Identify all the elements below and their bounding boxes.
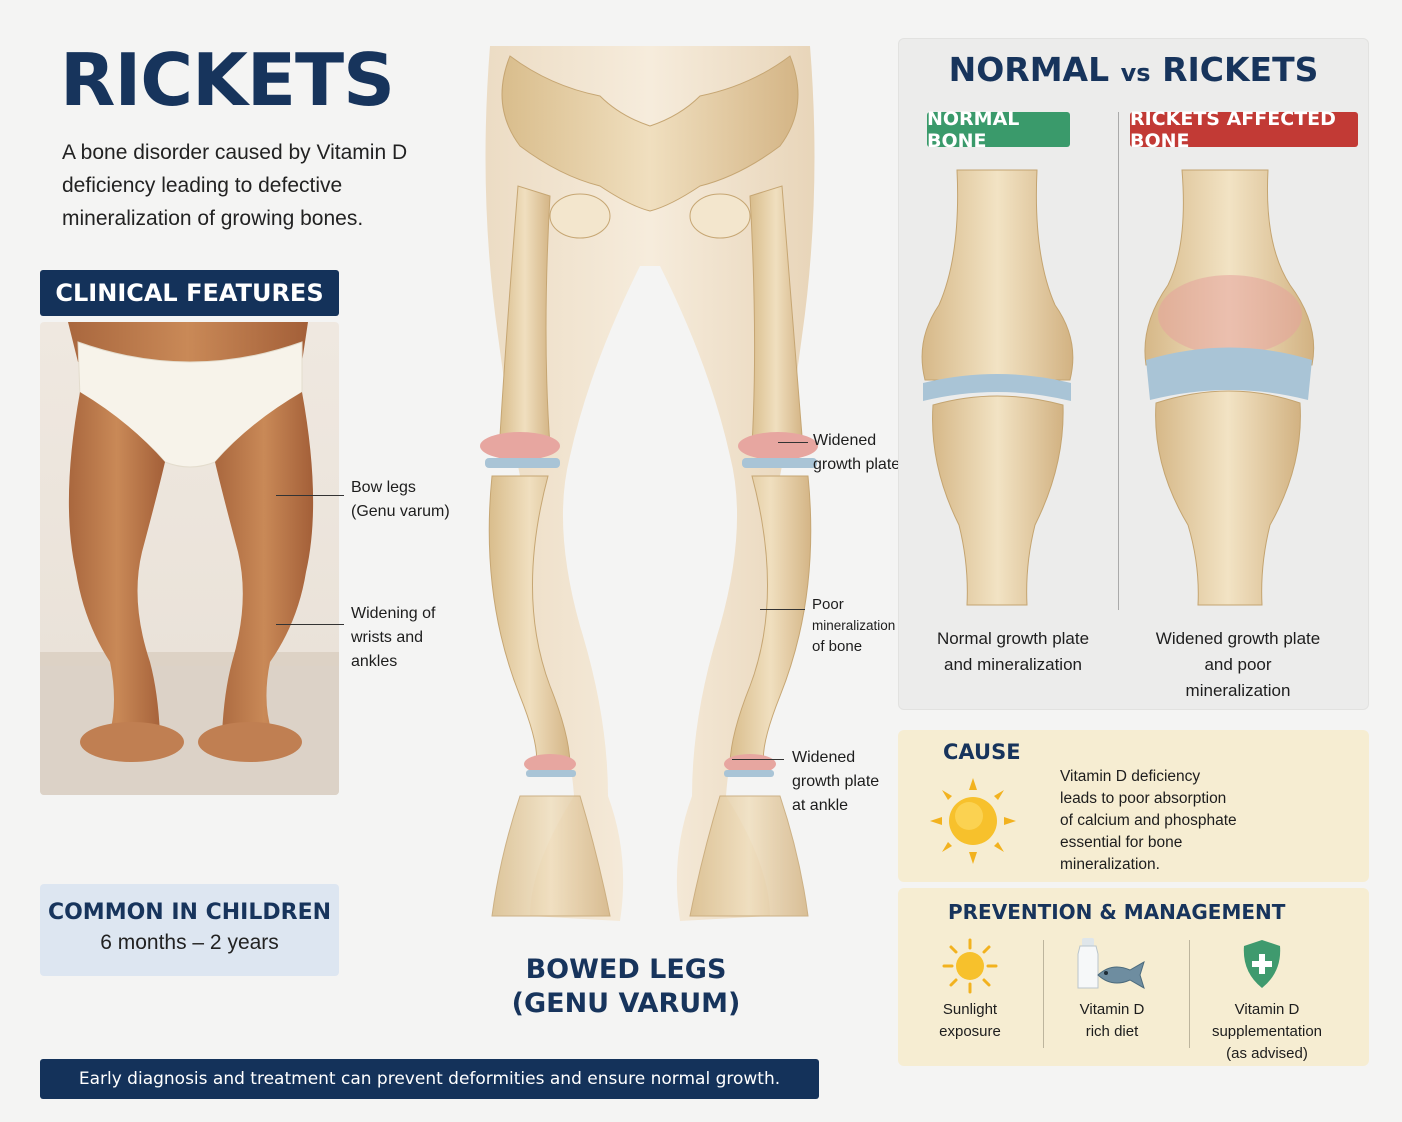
clinical-features-heading: CLINICAL FEATURES bbox=[40, 270, 339, 316]
sun-icon bbox=[928, 776, 1018, 866]
common-in-children-box: COMMON IN CHILDREN 6 months – 2 years bbox=[40, 884, 339, 976]
bowed-legs-skeleton-illustration bbox=[430, 36, 870, 956]
shield-plus-icon bbox=[1240, 938, 1284, 990]
normal-bone-tag: NORMAL BONE bbox=[927, 108, 1070, 152]
prevention-separator bbox=[1189, 940, 1190, 1048]
poor-mineralization-leader-line bbox=[760, 609, 805, 610]
sunlight-icon bbox=[942, 938, 998, 994]
footer-banner: Early diagnosis and treatment can preven… bbox=[40, 1059, 819, 1099]
cause-text: Vitamin D deficiency leads to poor absor… bbox=[1060, 768, 1237, 873]
rickets-bone-caption: Widened growth plate and poor mineraliza… bbox=[1155, 629, 1321, 700]
comparison-divider bbox=[1118, 112, 1119, 610]
fish-icon bbox=[1094, 960, 1146, 990]
wrists-ankles-label: Widening of wrists and ankles bbox=[351, 605, 436, 670]
sunlight-caption: Sunlight exposure bbox=[939, 1001, 1001, 1040]
ankle-leader-line bbox=[732, 759, 784, 760]
ankle-growth-plate-label: Widened growth plate at ankle bbox=[792, 749, 880, 814]
rickets-bone-tag: RICKETS AFFECTED BONE bbox=[1130, 108, 1358, 152]
child-legs-photo bbox=[40, 322, 339, 795]
supplementation-caption: Vitamin D supplementation (as advised) bbox=[1211, 1001, 1323, 1062]
comparison-title: NORMAL vs RICKETS bbox=[948, 50, 1319, 89]
wrists-leader-line bbox=[276, 624, 344, 625]
rickets-bone-illustration bbox=[1140, 165, 1320, 610]
normal-bone-caption: Normal growth plate and mineralization bbox=[936, 629, 1090, 674]
page-subtitle: A bone disorder caused by Vitamin D defi… bbox=[62, 141, 408, 230]
page-title: RICKETS bbox=[60, 38, 395, 122]
growth-plate-leader-line bbox=[778, 442, 808, 443]
prevention-separator bbox=[1043, 940, 1044, 1048]
milk-bottle-icon bbox=[1076, 938, 1100, 990]
bowed-legs-title: BOWED LEGS (GENU VARUM) bbox=[511, 954, 741, 1019]
common-age: 6 months – 2 years bbox=[100, 931, 279, 954]
bow-legs-leader-line bbox=[276, 495, 344, 496]
poor-mineralization-label: Poor mineralization of bone bbox=[812, 596, 896, 655]
bow-legs-label: Bow legs (Genu varum) bbox=[351, 479, 450, 520]
vitamin-d-diet-caption: Vitamin D rich diet bbox=[1079, 1001, 1145, 1040]
common-title: COMMON IN CHILDREN bbox=[47, 900, 332, 925]
widened-growth-plate-label: Widened growth plate bbox=[813, 432, 901, 473]
cause-heading: CAUSE bbox=[943, 740, 1021, 764]
normal-bone-illustration bbox=[915, 165, 1080, 610]
prevention-heading: PREVENTION & MANAGEMENT bbox=[948, 900, 1286, 924]
